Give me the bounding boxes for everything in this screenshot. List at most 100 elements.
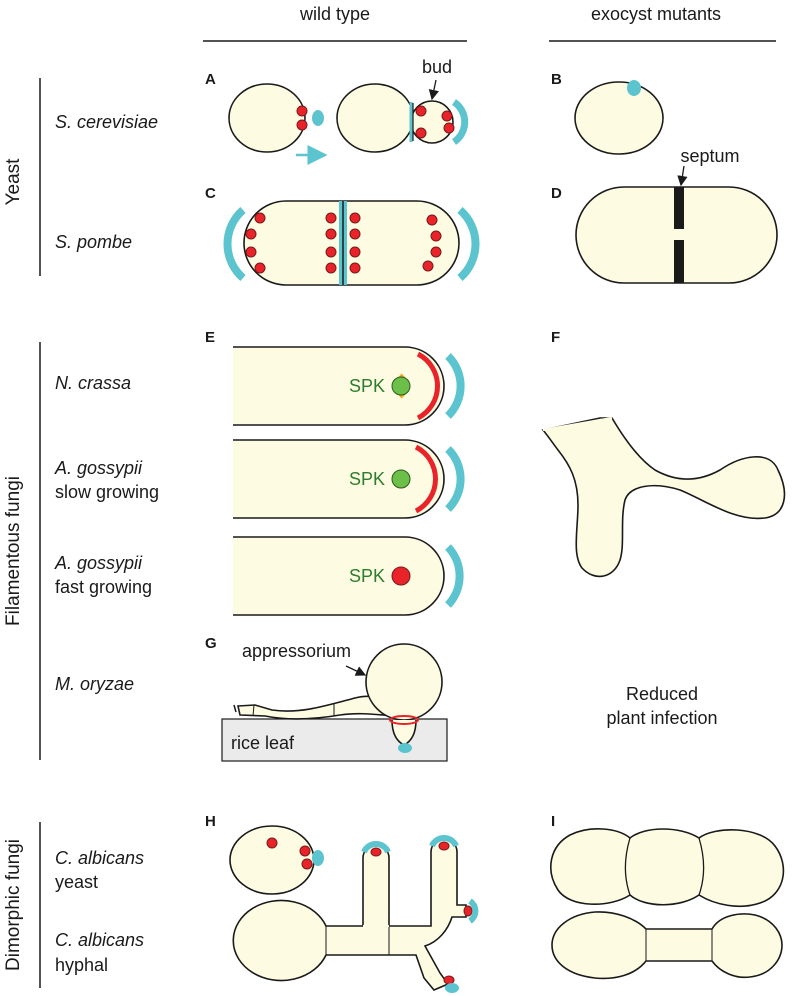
cell-boundary xyxy=(624,837,631,896)
panel-label-f: F xyxy=(551,329,560,346)
vesicle xyxy=(370,847,382,857)
panel-label-b: B xyxy=(551,71,562,88)
panel-label-c: C xyxy=(205,185,216,202)
vesicle xyxy=(296,119,308,131)
vesicle xyxy=(245,228,257,240)
panel-d-mutant-fission-yeast: septum xyxy=(575,146,778,284)
vesicle xyxy=(266,837,278,849)
vesicle-crescent xyxy=(416,351,441,421)
species-a-gossypii-fast: A. gossypii xyxy=(54,553,143,573)
panel-label-h: H xyxy=(205,813,216,830)
panel-e-a-gossypii-fast: SPK xyxy=(233,536,464,616)
yeast-cell xyxy=(229,825,315,895)
panel-e-n-crassa-hypha: SPK xyxy=(233,346,465,426)
species-s-cerevisiae: S. cerevisiae xyxy=(55,112,158,132)
chained-yeast-cells xyxy=(550,828,785,908)
pseudohyphal-cell xyxy=(551,911,783,980)
label-rice-leaf: rice leaf xyxy=(231,733,295,753)
germ-tube-septum xyxy=(252,704,255,717)
exocyst-patch xyxy=(398,743,412,753)
cell-boundary xyxy=(698,837,705,896)
vesicle xyxy=(426,214,438,226)
panel-label-i: I xyxy=(551,813,555,830)
fission-cell xyxy=(243,200,460,286)
vesicle xyxy=(415,127,427,139)
annotation-appressorium: appressorium xyxy=(242,641,351,661)
exocyst-patch xyxy=(627,80,641,96)
vesicle xyxy=(430,246,442,258)
species-c-albicans-hyphal-note: hyphal xyxy=(55,955,108,975)
hypha-tip xyxy=(233,346,445,426)
vesicle xyxy=(349,228,361,240)
exocyst-cap xyxy=(445,353,465,419)
panel-b-mutant-yeast xyxy=(574,80,664,155)
mother-cell xyxy=(228,83,306,153)
exocyst-pole-right xyxy=(457,206,480,282)
species-m-oryzae: M. oryzae xyxy=(55,674,134,694)
vesicle xyxy=(349,246,361,258)
hyphal-cell xyxy=(232,838,467,991)
hypha-tip xyxy=(233,536,445,616)
vesicle xyxy=(443,975,455,985)
panel-c-fission-yeast xyxy=(223,200,480,286)
species-s-pombe: S. pombe xyxy=(55,232,132,252)
vesicle xyxy=(422,260,434,272)
vesicle xyxy=(296,105,308,117)
septum-arrow xyxy=(677,165,688,187)
septum-upper xyxy=(674,187,684,229)
label-spk: SPK xyxy=(349,376,385,396)
reduced-infection-line1: Reduced xyxy=(626,684,698,704)
annotation-septum: septum xyxy=(680,146,739,166)
panel-i-mutant-c-albicans xyxy=(550,828,785,980)
column-header-mutants: exocyst mutants xyxy=(591,4,721,24)
exocyst-cap xyxy=(429,835,459,848)
species-c-albicans-yeast-note: yeast xyxy=(55,872,98,892)
vesicle xyxy=(245,246,257,258)
panel-h-c-albicans xyxy=(229,825,479,993)
vesicle xyxy=(325,246,337,258)
panel-f-mutant-hypha xyxy=(541,417,786,578)
bud-arrow xyxy=(428,79,439,101)
spore-end xyxy=(233,704,237,713)
reduced-infection-line2: plant infection xyxy=(606,708,717,728)
appressorium-cell xyxy=(365,643,443,721)
exocyst-cap xyxy=(361,841,391,854)
spk-core xyxy=(391,376,411,396)
exocyst-cap xyxy=(444,544,464,608)
vesicle xyxy=(254,212,266,224)
vesicle xyxy=(325,212,337,224)
column-header-wild-type: wild type xyxy=(299,4,370,24)
vesicle xyxy=(301,858,313,870)
exocyst-patch xyxy=(445,983,459,993)
vesicle xyxy=(438,841,450,851)
septin-ring xyxy=(389,715,419,725)
vesicle xyxy=(463,905,473,917)
species-a-gossypii-slow-note: slow growing xyxy=(55,482,159,502)
panel-label-d: D xyxy=(551,185,562,202)
group-label-yeast: Yeast xyxy=(3,158,24,206)
species-c-albicans-yeast: C. albicans xyxy=(55,848,144,868)
vesicle xyxy=(443,122,455,134)
vesicle xyxy=(325,228,337,240)
panel-a-budding-yeast: bud xyxy=(228,57,469,165)
exocyst-pole-left xyxy=(223,206,246,282)
exocyst-cap xyxy=(445,446,465,512)
vesicle xyxy=(254,262,266,274)
species-a-gossypii-fast-note: fast growing xyxy=(55,577,152,597)
hypha-tip xyxy=(233,439,445,519)
exocyst-patch xyxy=(312,850,324,866)
group-label-dimorphic: Dimorphic fungi xyxy=(3,839,24,971)
panel-g-appressorium: rice leaf appressorium xyxy=(221,641,448,762)
mother-cell xyxy=(336,83,414,153)
panel-label-a: A xyxy=(205,71,216,88)
label-spk: SPK xyxy=(349,469,385,489)
species-n-crassa: N. crassa xyxy=(55,373,131,393)
vesicle xyxy=(430,230,442,242)
appressorium-arrow xyxy=(345,665,367,676)
panel-label-e: E xyxy=(205,329,215,346)
vesicle xyxy=(299,845,311,857)
vesicle xyxy=(441,110,453,122)
annotation-bud: bud xyxy=(422,57,452,77)
septum-lower xyxy=(674,240,684,283)
